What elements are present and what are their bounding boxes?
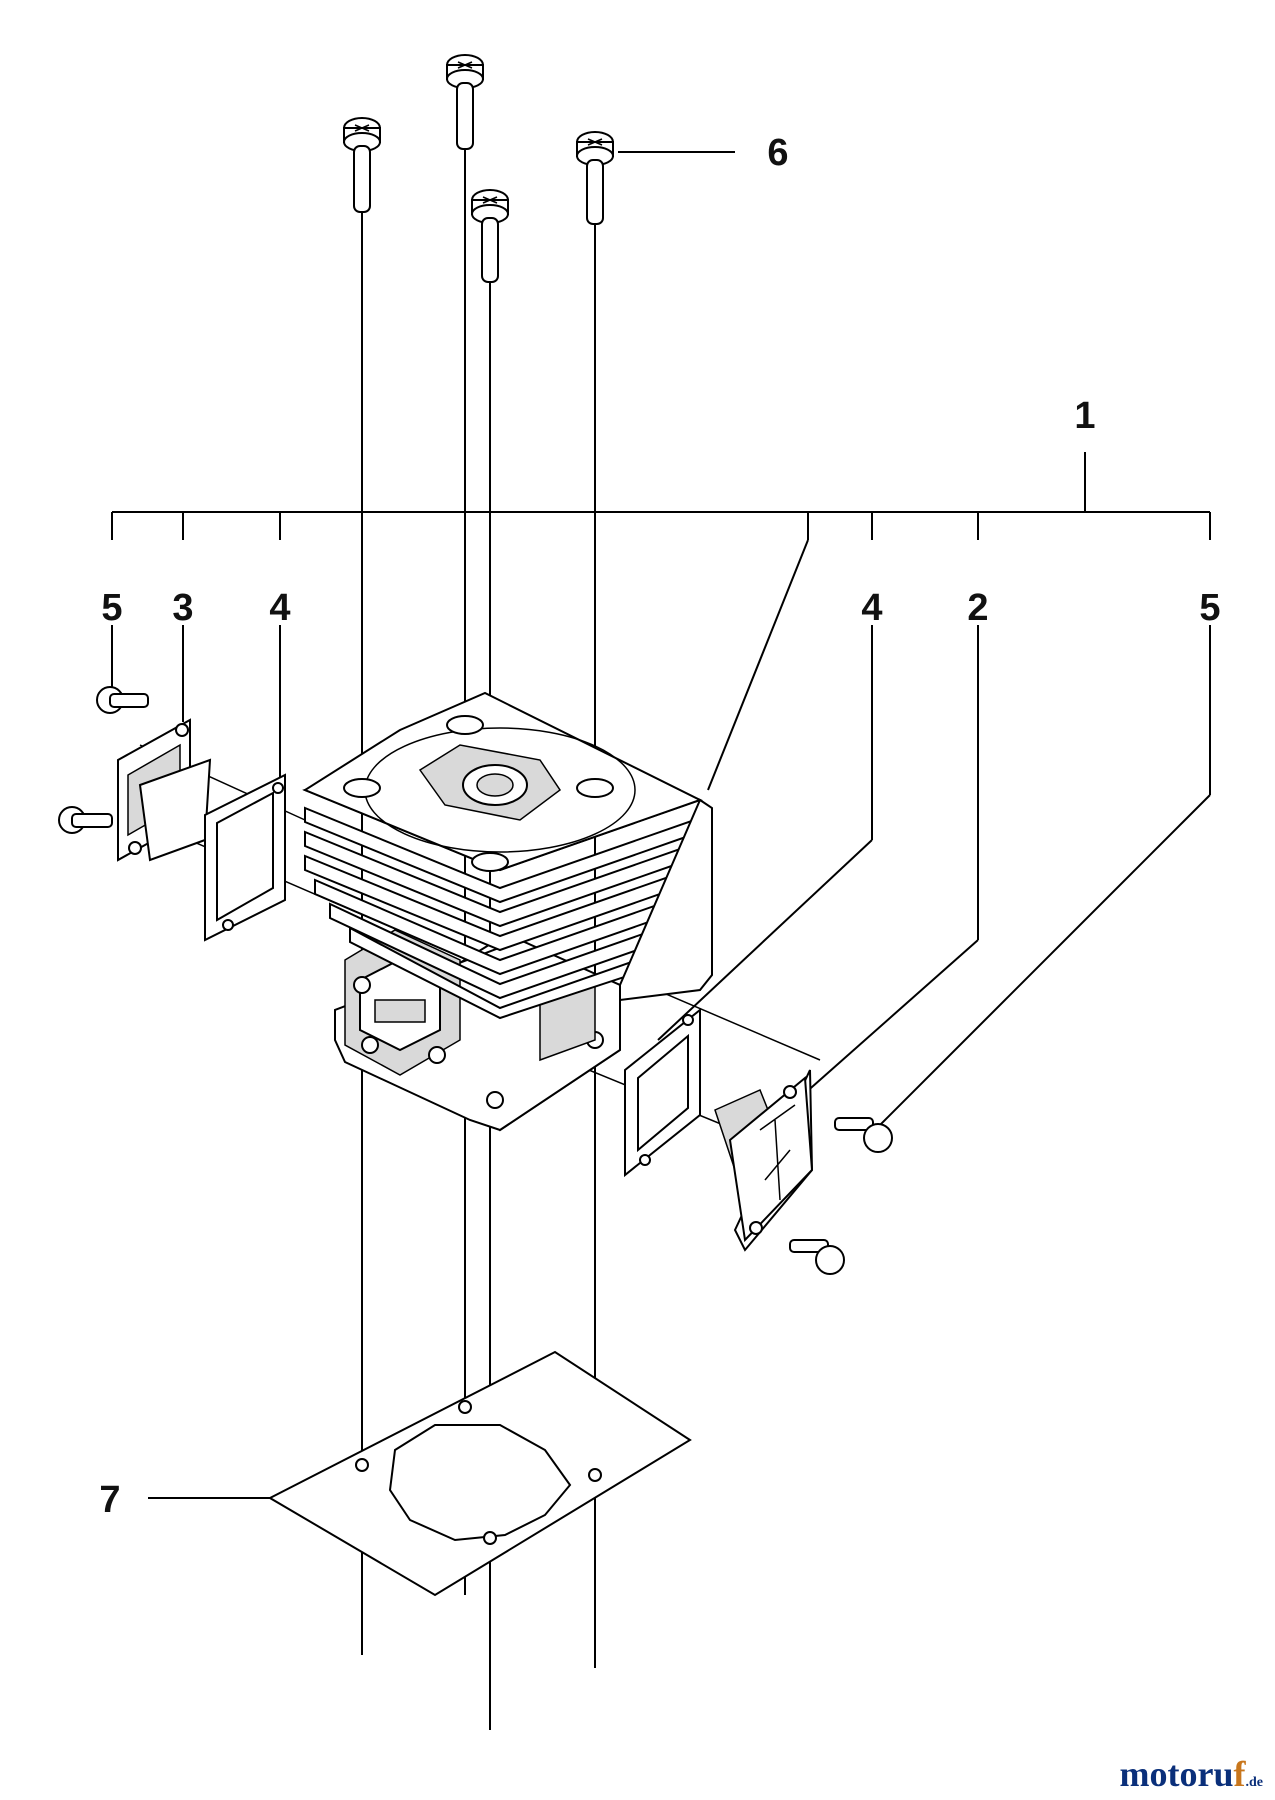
callout-6: 6: [767, 132, 788, 174]
screw-6b: [446, 54, 484, 150]
screw-5-left-top: [96, 686, 149, 714]
gasket-4-right: [624, 1007, 701, 1178]
watermark-suffix: .de: [1245, 1775, 1264, 1790]
screw-5-right-bottom: [789, 1239, 845, 1275]
callout-2: 2: [967, 587, 988, 629]
callout-4-left: 4: [269, 587, 290, 629]
callout-1: 1: [1074, 395, 1095, 437]
callout-3: 3: [172, 587, 193, 629]
flange-3: [117, 718, 212, 862]
watermark-logo: motoruf.de: [1120, 1756, 1263, 1792]
cylinder: [302, 691, 713, 1132]
callout-4-right: 4: [861, 587, 882, 629]
screw-6a: [343, 117, 381, 213]
callout-5-right: 5: [1199, 587, 1220, 629]
screw-5-left-bottom: [58, 806, 113, 834]
callout-5-left: 5: [101, 587, 122, 629]
gasket-4-left: [204, 773, 286, 942]
callout-1-bracket: [111, 452, 1211, 540]
base-gasket-7: [267, 1350, 692, 1597]
callout-7: 7: [99, 1479, 120, 1521]
screw-6d: [576, 131, 614, 225]
watermark-accent: f: [1233, 1754, 1246, 1794]
screw-6c: [471, 189, 509, 283]
screw-5-right-top: [834, 1117, 893, 1153]
watermark-text: motoru: [1119, 1754, 1234, 1794]
flange-2: [714, 1069, 814, 1252]
